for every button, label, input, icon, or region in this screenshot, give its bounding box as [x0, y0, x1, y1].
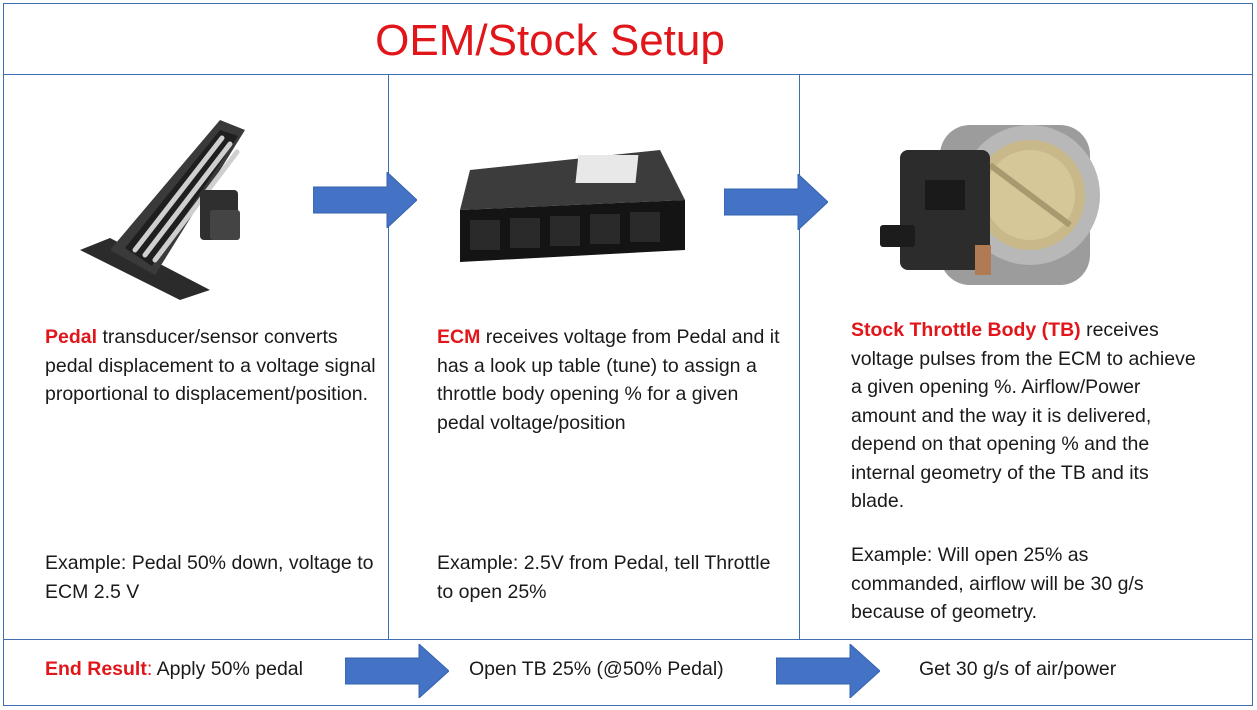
- end-result-label: End Result: [45, 658, 147, 680]
- result-divider: [3, 639, 1253, 640]
- end-result-step-1: End Result: Apply 50% pedal: [45, 655, 303, 683]
- panel-pedal-example: Example: Pedal 50% down, voltage to ECM …: [45, 552, 374, 603]
- end-result-step-1-text: Apply 50% pedal: [152, 658, 303, 680]
- panel-pedal-description: Pedal transducer/sensor converts pedal d…: [45, 323, 380, 409]
- arrow-result-2-icon: [776, 644, 880, 698]
- panel-ecm-description: ECM receives voltage from Pedal and it h…: [437, 323, 782, 437]
- panel-throttle-example: Example: Will open 25% as commanded, air…: [851, 544, 1144, 623]
- panel-throttle-description: Stock Throttle Body (TB) receives voltag…: [851, 316, 1196, 516]
- arrow-ecm-to-throttle-icon: [724, 174, 828, 230]
- end-result-step-2: Open TB 25% (@50% Pedal): [469, 658, 724, 680]
- arrow-result-1-icon: [345, 644, 449, 698]
- pedal-description-text: transducer/sensor converts pedal displac…: [45, 326, 376, 405]
- pedal-highlight: Pedal: [45, 326, 98, 348]
- panel-ecm-example: Example: 2.5V from Pedal, tell Throttle …: [437, 552, 771, 603]
- title-divider: [3, 74, 1253, 75]
- throttle-body-icon: [880, 125, 1100, 285]
- ecm-highlight: ECM: [437, 326, 481, 348]
- end-result-colon: :: [146, 658, 153, 680]
- arrow-pedal-to-ecm-icon: [313, 172, 417, 228]
- throttle-highlight: Stock Throttle Body (TB): [851, 319, 1081, 341]
- diagram-frame: [3, 3, 1253, 706]
- page-title: OEM/Stock Setup: [375, 16, 725, 65]
- accelerator-pedal-icon: [80, 120, 245, 300]
- panel-divider-2: [799, 74, 800, 640]
- end-result-step-3: Get 30 g/s of air/power: [919, 658, 1117, 680]
- throttle-description-text: receives voltage pulses from the ECM to …: [851, 319, 1196, 512]
- panel-divider-1: [388, 74, 389, 640]
- ecm-description-text: receives voltage from Pedal and it has a…: [437, 326, 780, 434]
- ecm-module-icon: [460, 150, 685, 262]
